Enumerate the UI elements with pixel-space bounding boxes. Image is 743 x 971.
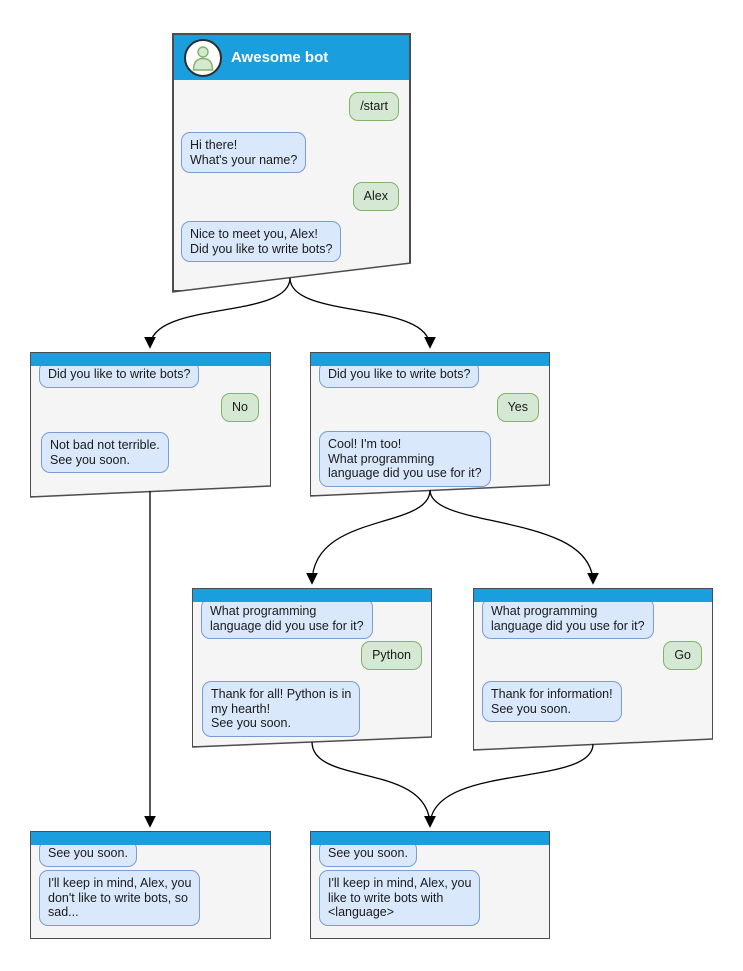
person-icon — [192, 45, 214, 71]
user-message-bubble: Python — [361, 641, 422, 670]
bot-message-bubble: Hi there! What's your name? — [181, 132, 307, 173]
chat-window-branch-go: What programming language did you use fo… — [473, 588, 713, 750]
window-title-bar — [31, 353, 270, 366]
window-title-bar — [311, 832, 549, 845]
chat-window-branch-python: What programming language did you use fo… — [192, 588, 432, 747]
bot-message-bubble: What programming language did you use fo… — [482, 598, 654, 639]
bot-message-bubble: Thank for all! Python is in my hearth! S… — [202, 681, 361, 737]
bot-message-bubble: I'll keep in mind, Alex, you like to wri… — [319, 870, 481, 926]
bot-message-bubble: What programming language did you use fo… — [201, 598, 373, 639]
window-title-bar — [31, 832, 270, 845]
bot-message-bubble: I'll keep in mind, Alex, you don't like … — [39, 870, 201, 926]
bot-title: Awesome bot — [231, 49, 329, 66]
user-message-bubble: No — [221, 393, 259, 422]
window-title-bar — [193, 589, 431, 602]
chat-window-branch-no: Did you like to write bots? No Not bad n… — [30, 352, 271, 497]
user-message-bubble: Go — [663, 641, 702, 670]
window-title-bar — [474, 589, 712, 602]
bot-avatar — [184, 38, 222, 77]
user-message-bubble: Alex — [352, 182, 399, 211]
chat-window-main: Awesome bot /start Hi there! What's your… — [172, 33, 411, 292]
bot-message-bubble: Cool! I'm too! What programming language… — [319, 431, 491, 487]
bot-message-bubble: Nice to meet you, Alex! Did you like to … — [181, 221, 342, 262]
bot-message-bubble: Thank for information! See you soon. — [482, 681, 622, 722]
window-title-bar — [311, 353, 549, 366]
chat-window-header: Awesome bot — [174, 35, 409, 80]
bot-message-bubble: Not bad not terrible. See you soon. — [41, 432, 169, 473]
chat-window-branch-yes: Did you like to write bots? Yes Cool! I'… — [310, 352, 550, 496]
chat-window-final-language: See you soon. I'll keep in mind, Alex, y… — [310, 831, 550, 939]
user-message-bubble: Yes — [496, 393, 539, 422]
user-message-bubble: /start — [349, 92, 399, 121]
chat-window-final-no: See you soon. I'll keep in mind, Alex, y… — [30, 831, 271, 939]
